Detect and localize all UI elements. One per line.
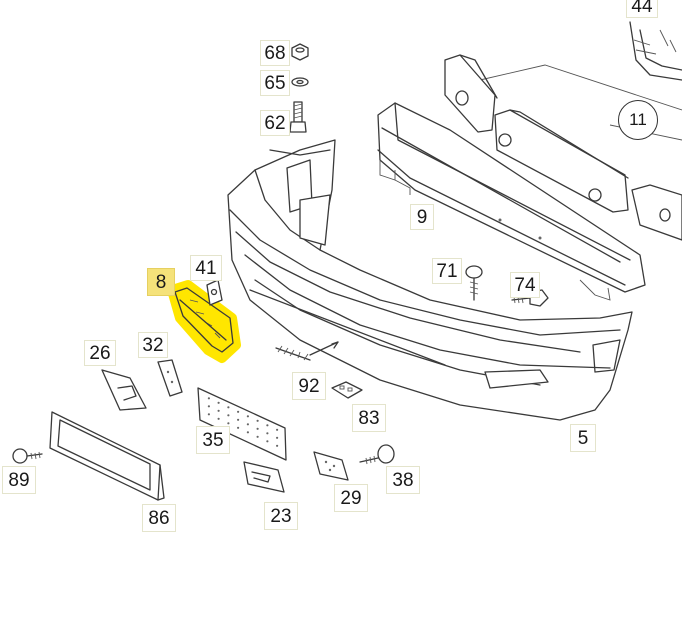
callout-41[interactable]: 41 (190, 255, 222, 281)
callout-62[interactable]: 62 (260, 110, 290, 136)
perforation-dot (207, 397, 210, 400)
part-86-plate-holder (49, 411, 165, 501)
perforation-dot (276, 428, 279, 431)
perforation-dot (217, 417, 220, 420)
perforation-dot (237, 426, 240, 429)
perforation-dot (227, 422, 230, 425)
callout-89-label: 89 (8, 469, 30, 491)
callout-23-label: 23 (270, 505, 292, 527)
perforation-dot (276, 444, 279, 447)
perforation-dot (256, 419, 259, 422)
callout-44-label: 44 (631, 0, 653, 17)
perforation-dot (237, 418, 240, 421)
callout-5[interactable]: 5 (570, 424, 596, 452)
perforation-dot (237, 410, 240, 413)
part-83-connector (331, 381, 363, 399)
part-44-grille (629, 21, 682, 81)
perforation-dot (246, 415, 249, 418)
part-89-screw (12, 448, 43, 464)
part-29-bracket (313, 451, 349, 481)
callout-74[interactable]: 74 (510, 272, 540, 298)
part-65-washer (291, 77, 309, 87)
callout-38[interactable]: 38 (386, 466, 420, 494)
callout-26[interactable]: 26 (84, 340, 116, 366)
callout-68[interactable]: 68 (260, 40, 290, 66)
callout-65-label: 65 (264, 72, 286, 94)
part-23-bracket (243, 461, 285, 493)
callout-62-label: 62 (264, 112, 286, 134)
part-35-perforated-panel (197, 387, 287, 461)
part-41-clip (206, 279, 223, 306)
part-11-absorbers (444, 54, 682, 241)
callout-65[interactable]: 65 (260, 70, 290, 96)
perforation-dot (256, 435, 259, 438)
callout-74-label: 74 (514, 274, 536, 296)
part-62-bolt (289, 101, 307, 133)
perforation-dot (207, 413, 210, 416)
part-26-bracket (101, 369, 147, 411)
perforation-dot (217, 401, 220, 404)
callout-26-label: 26 (89, 342, 111, 364)
perforation-dot (227, 414, 230, 417)
callout-89[interactable]: 89 (2, 466, 36, 494)
perforation-dot (256, 427, 259, 430)
callout-11-label: 11 (629, 110, 647, 129)
callout-23[interactable]: 23 (264, 502, 298, 530)
callout-8-label: 8 (155, 271, 167, 293)
perforation-dot (266, 432, 269, 435)
callout-44[interactable]: 44 (626, 0, 658, 18)
part-71-screw (465, 265, 483, 301)
part-32-bracket (157, 359, 183, 397)
callout-35-label: 35 (202, 429, 224, 451)
callout-9-label: 9 (416, 206, 428, 228)
callout-83-label: 83 (358, 407, 380, 429)
callout-41-label: 41 (195, 257, 217, 279)
part-38-screw (359, 444, 395, 465)
callout-68-label: 68 (264, 42, 286, 64)
callout-8[interactable]: 8 (147, 268, 175, 296)
perforation-dot (276, 436, 279, 439)
perforation-dot (266, 440, 269, 443)
callout-32[interactable]: 32 (138, 332, 168, 358)
part-5-bumper-cover (227, 139, 633, 421)
callout-83[interactable]: 83 (352, 404, 386, 432)
perforation-dot (266, 424, 269, 427)
callout-38-label: 38 (392, 469, 414, 491)
perforation-dot (246, 431, 249, 434)
callout-32-label: 32 (142, 334, 164, 356)
callout-11[interactable]: 11 (618, 100, 658, 140)
callout-71[interactable]: 71 (432, 258, 462, 284)
callout-86[interactable]: 86 (142, 504, 176, 532)
callout-86-label: 86 (148, 507, 170, 529)
perforation-dot (246, 423, 249, 426)
callout-29-label: 29 (340, 487, 362, 509)
part-68-nut (291, 43, 309, 61)
part-8-bracket-highlighted (167, 280, 241, 363)
part-9-beam (377, 102, 646, 301)
perforation-dot (227, 406, 230, 409)
callout-92[interactable]: 92 (292, 372, 326, 400)
part-92-emblem (275, 341, 339, 361)
callout-35[interactable]: 35 (196, 426, 230, 454)
perforation-dot (217, 409, 220, 412)
perforation-dot (207, 405, 210, 408)
callout-71-label: 71 (436, 260, 458, 282)
callout-92-label: 92 (298, 375, 320, 397)
callout-9[interactable]: 9 (410, 204, 434, 230)
callout-5-label: 5 (577, 427, 589, 449)
callout-29[interactable]: 29 (334, 484, 368, 512)
